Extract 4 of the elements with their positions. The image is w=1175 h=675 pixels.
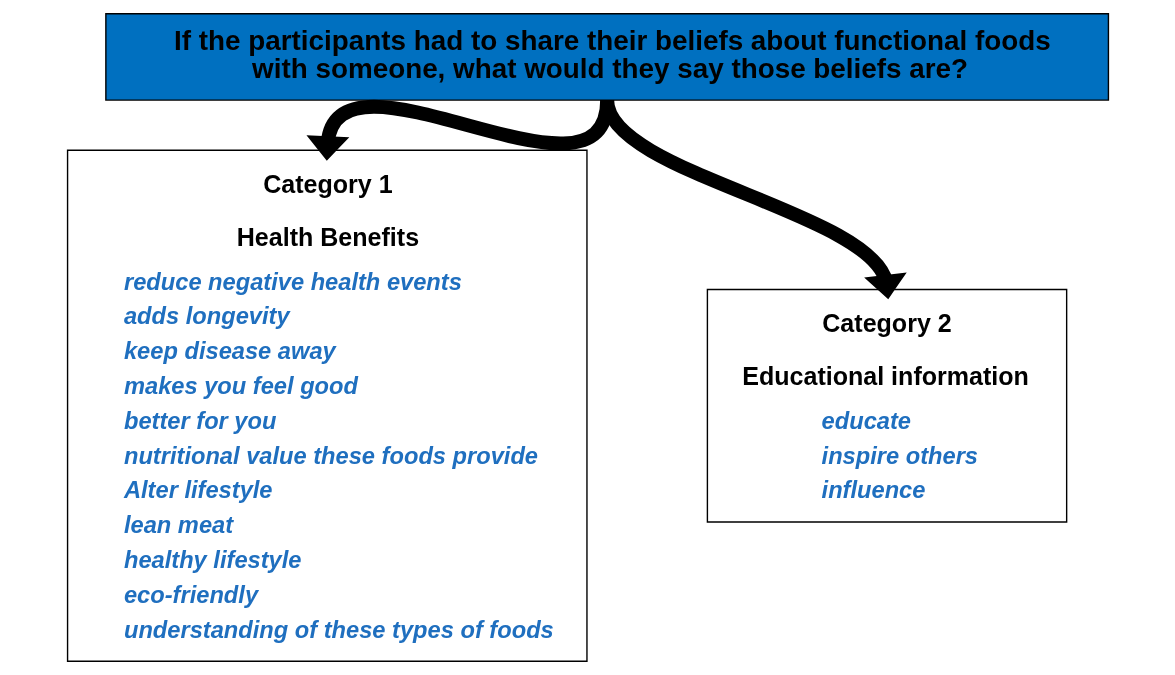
- node-box: Category 2 Educational information educate inspire others influence: [706, 288, 1067, 523]
- node-box: Category 1 Health Benefits reduce negative health events adds longevity keep disease away makes you feel good better for you nutritional value these foods provide Alter lifestyle lean meat healthy lifestyle eco-friendly understanding of these types of foods: [66, 149, 588, 662]
- arrow: [599, 98, 907, 300]
- node-box: If the participants had to share their beliefs about functional foods with someone, what would they say those beliefs are?: [104, 13, 1109, 101]
